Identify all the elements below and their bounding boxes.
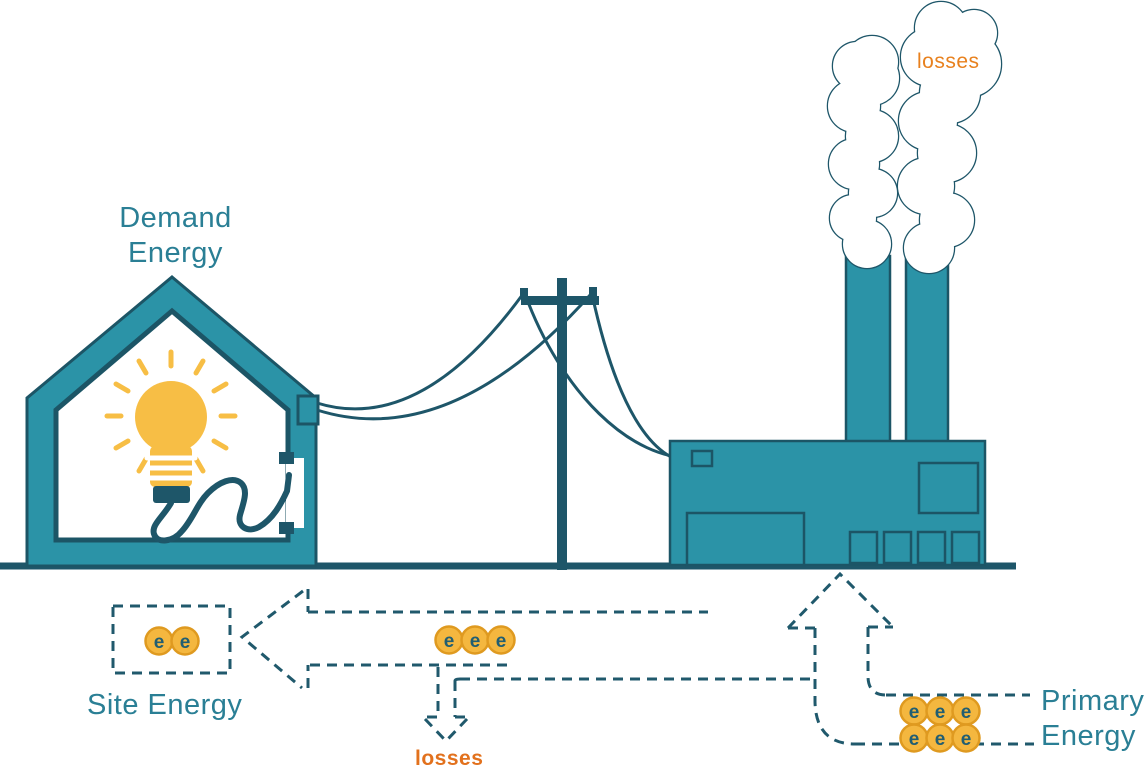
plant-vent bbox=[848, 530, 879, 565]
power-cord bbox=[150, 472, 292, 544]
wire-pole-to-plant bbox=[523, 293, 698, 460]
energy-coin: e bbox=[899, 723, 929, 753]
smoke-body bbox=[898, 2, 1001, 273]
smoke-plume-right bbox=[896, 0, 1003, 275]
site-energy-label: Site Energy bbox=[87, 689, 243, 721]
coin-letter: e bbox=[496, 631, 507, 652]
wire-house-to-pole bbox=[316, 293, 593, 421]
transmission-losses-arrow bbox=[423, 667, 469, 744]
site-energy-flow-arrow bbox=[239, 589, 815, 690]
power-lines bbox=[316, 293, 699, 465]
up-arrowhead-icon bbox=[786, 571, 895, 630]
energy-coin: e bbox=[951, 723, 981, 753]
primary-energy-line1: Primary bbox=[1041, 685, 1145, 717]
outlet-tab bbox=[279, 452, 294, 464]
energy-coin: e bbox=[460, 625, 490, 655]
losses-branch-hook bbox=[453, 677, 461, 682]
energy-coin: e bbox=[925, 723, 955, 753]
pole-insulator bbox=[520, 288, 528, 298]
transmission-losses-label: losses bbox=[415, 747, 484, 770]
left-arrowhead-icon bbox=[239, 589, 304, 690]
energy-coin: e bbox=[486, 625, 516, 655]
smoke-body bbox=[828, 36, 899, 268]
energy-coin: e bbox=[951, 696, 981, 726]
coin-letter: e bbox=[909, 702, 920, 723]
primary-energy-label: Primary Energy bbox=[1041, 684, 1144, 754]
plant-wire-box bbox=[690, 449, 714, 468]
primary-energy-line2: Energy bbox=[1041, 719, 1136, 752]
arrow-right-shaft bbox=[866, 627, 887, 697]
demand-energy-line2: Energy bbox=[128, 236, 223, 269]
transmission-energy-coins: e e e bbox=[434, 625, 516, 655]
coin-letter: e bbox=[961, 702, 972, 723]
bulb-base bbox=[153, 486, 190, 503]
coin-letter: e bbox=[961, 729, 972, 750]
plant-vent bbox=[950, 530, 981, 565]
energy-coin: e bbox=[144, 626, 174, 656]
plant-vent bbox=[916, 530, 947, 565]
energy-coin: e bbox=[170, 626, 200, 656]
down-arrowhead-icon bbox=[423, 717, 469, 744]
lightbulb-rays bbox=[104, 349, 238, 474]
power-pole-icon bbox=[520, 278, 599, 570]
pole-insulator bbox=[589, 287, 597, 298]
smoke-plume-left bbox=[826, 34, 901, 270]
wire-house-to-pole bbox=[316, 293, 525, 411]
primary-energy-coins: e e e e e e bbox=[899, 696, 981, 753]
bulb-globe bbox=[135, 381, 207, 453]
coin-letter: e bbox=[935, 729, 946, 750]
arrow-left-shaft bbox=[813, 628, 856, 746]
smokestack bbox=[904, 254, 950, 448]
plant-door bbox=[685, 511, 806, 567]
site-energy-box bbox=[111, 604, 232, 675]
wire-pole-to-plant bbox=[590, 293, 699, 465]
eave-connector bbox=[296, 394, 320, 426]
coin-letter: e bbox=[444, 631, 455, 652]
energy-coin: e bbox=[434, 625, 464, 655]
lightbulb-icon bbox=[104, 349, 292, 544]
demand-energy-label: Demand Energy bbox=[93, 201, 258, 271]
outlet-tab bbox=[279, 522, 294, 534]
site-energy-coins: e e bbox=[144, 626, 200, 656]
coin-letter: e bbox=[154, 632, 165, 653]
power-plant-icon bbox=[668, 254, 987, 567]
coin-letter: e bbox=[909, 729, 920, 750]
plant-window bbox=[917, 461, 980, 515]
demand-energy-line1: Demand bbox=[119, 202, 232, 234]
pole-crossarm bbox=[521, 296, 599, 305]
coin-letter: e bbox=[180, 632, 191, 653]
smoke-losses-label: losses bbox=[917, 50, 980, 73]
coin-letter: e bbox=[470, 631, 481, 652]
coin-letter: e bbox=[935, 702, 946, 723]
energy-coin: e bbox=[925, 696, 955, 726]
pole-mast bbox=[557, 278, 567, 570]
smokestack bbox=[844, 254, 892, 448]
energy-coin: e bbox=[899, 696, 929, 726]
plant-vent bbox=[882, 530, 913, 565]
